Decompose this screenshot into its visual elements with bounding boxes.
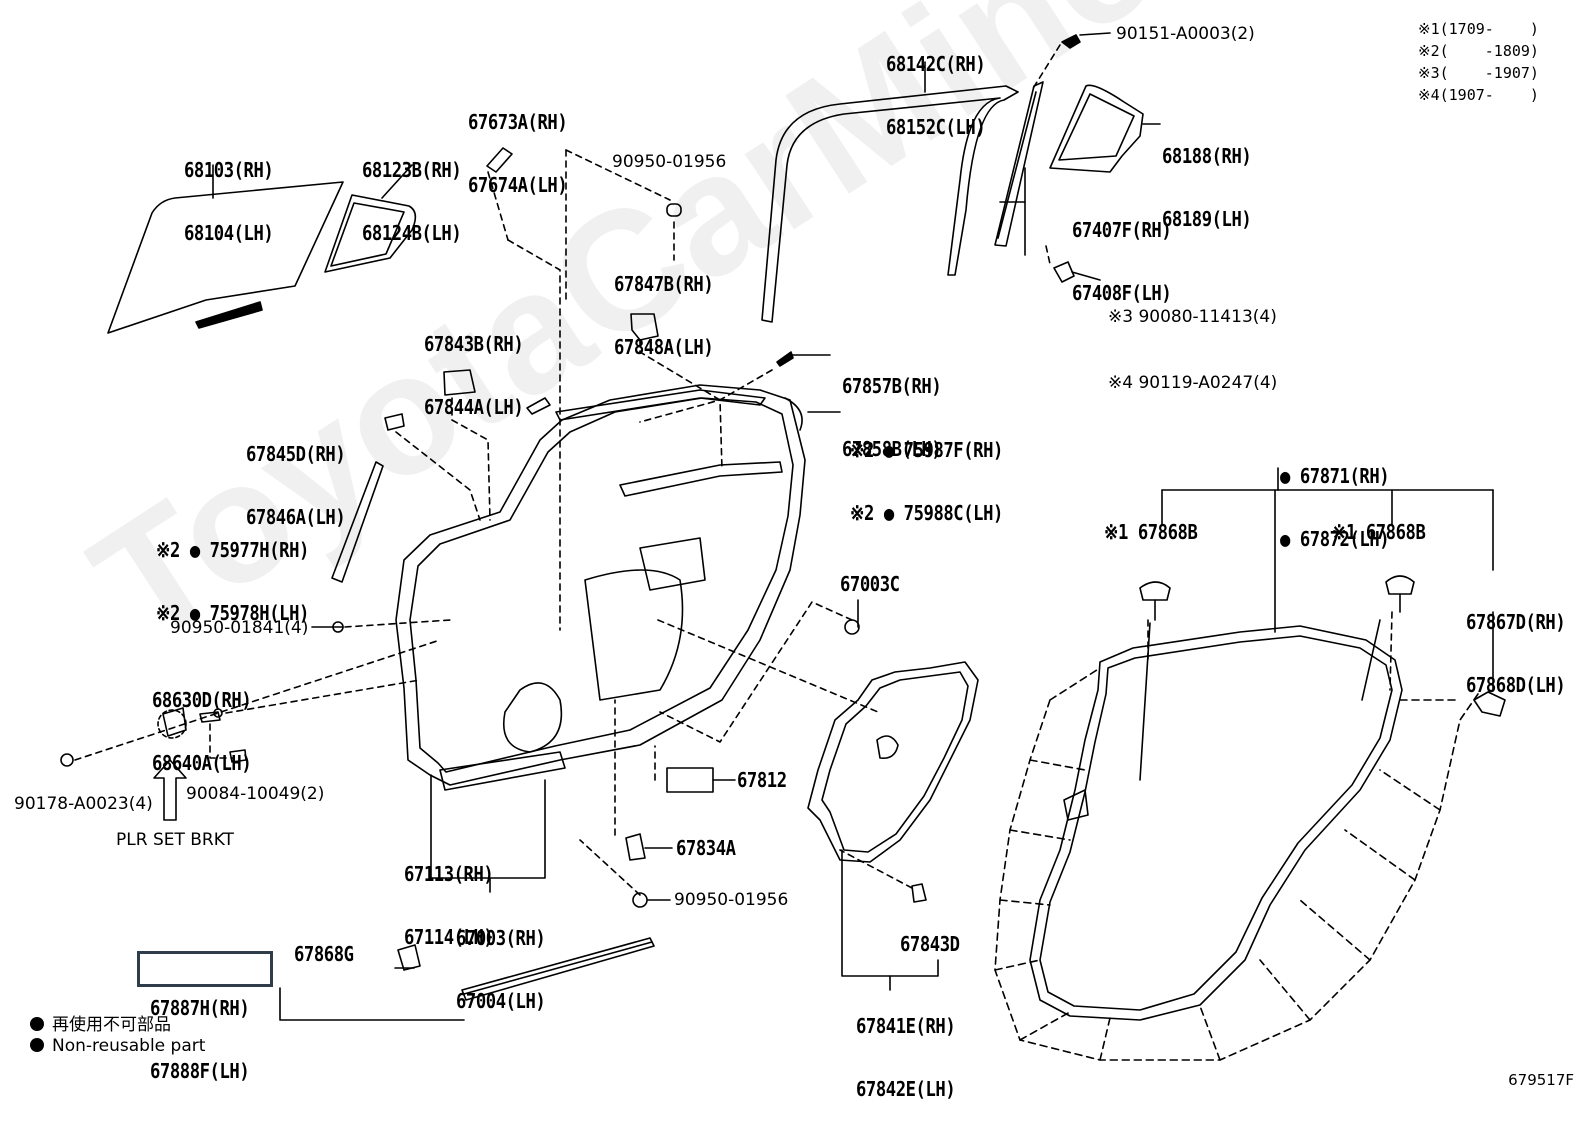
part-number-rh: 67113(RH) — [404, 862, 494, 886]
part-label-67113[interactable]: 67113(RH) 67114(LH) — [404, 822, 494, 990]
part-number-rh: ● 67871(RH) — [1280, 464, 1390, 488]
part-label-67841[interactable]: 67841E(RH) 67842E(LH) — [856, 974, 956, 1142]
part-label-68188[interactable]: 68188(RH) 68189(LH) — [1162, 104, 1252, 272]
part-label-68142[interactable]: 68142C(RH) 68152C(LH) — [886, 12, 986, 180]
part-label-67407[interactable]: 67407F(RH) 67408F(LH) — [1072, 178, 1172, 346]
part-number-lh: 68152C(LH) — [886, 115, 986, 139]
part-label-67834a[interactable]: 67834A — [676, 836, 736, 860]
upper-frame-molding — [761, 85, 1019, 323]
part-number-lh: 67868D(LH) — [1466, 673, 1566, 697]
part-label-67845[interactable]: 67845D(RH) 67846A(LH) — [246, 402, 346, 570]
door-weatherstrip — [1029, 625, 1403, 1021]
part-number-lh: 67114(LH) — [404, 925, 494, 949]
service-hole-cover — [807, 661, 979, 863]
part-label-90950-01841[interactable]: 90950-01841(4) — [170, 618, 309, 638]
part-number-rh: 67857B(RH) — [842, 374, 942, 398]
bullet-icon — [30, 1038, 44, 1052]
part-number-lh: 67844A(LH) — [424, 395, 524, 419]
note-1: ※1(1709- ) — [1418, 20, 1539, 38]
bullet-icon — [30, 1017, 44, 1031]
part-number-rh: ※2 ● 75987F(RH) — [850, 438, 1003, 462]
part-label-90151[interactable]: 90151-A0003(2) — [1116, 24, 1255, 44]
part-label-67003c[interactable]: 67003C — [840, 572, 900, 596]
part-number-rh: 67003(RH) — [456, 926, 546, 950]
quarter-glass — [324, 194, 417, 273]
part-number-lh: 67858B(LH) — [842, 437, 942, 461]
part-number-rh: 68123B(RH) — [362, 158, 462, 182]
part-label-67867[interactable]: 67867D(RH) 67868D(LH) — [1466, 570, 1566, 738]
part-number-rh: 68103(RH) — [184, 158, 274, 182]
part-number-lh: 68640A(LH) — [152, 751, 252, 775]
door-glass — [107, 181, 344, 334]
note-3: ※3( -1907) — [1418, 64, 1539, 82]
part-number-rh: 68630D(RH) — [152, 688, 252, 712]
part-label-67868b-left[interactable]: ※1 67868B — [1104, 520, 1198, 544]
note-4: ※4(1907- ) — [1418, 86, 1539, 104]
part-number-variant-4: ※4 90119-A0247(4) — [1108, 373, 1278, 393]
part-number-rh: 67887H(RH) — [150, 996, 250, 1020]
belt-weatherstrip-left — [331, 461, 384, 583]
part-label-67843b[interactable]: 67843B(RH) 67844A(LH) — [424, 292, 524, 460]
part-label-67887[interactable]: 67887H(RH) 67888F(LH) — [150, 956, 250, 1124]
part-number-rh: ※2 ● 75977H(RH) — [156, 538, 309, 562]
part-label-67868g[interactable]: 67868G — [294, 942, 354, 966]
division-bar — [994, 81, 1044, 247]
quarter-window — [1049, 84, 1144, 173]
part-label-67868b-right[interactable]: ※1 67868B — [1332, 520, 1426, 544]
part-number-lh: 67674A(LH) — [468, 173, 568, 197]
part-number-rh: 67847B(RH) — [614, 272, 714, 296]
arrow-up-icon — [153, 759, 187, 821]
part-label-75977[interactable]: ※2 ● 75977H(RH) ※2 ● 75978H(LH) — [156, 498, 309, 666]
part-label-67847[interactable]: 67847B(RH) 67848A(LH) — [614, 232, 714, 400]
part-label-90080[interactable]: ※3 90080-11413(4) ※4 90119-A0247(4) — [1108, 262, 1277, 438]
part-number-rh: 68188(RH) — [1162, 144, 1252, 168]
part-number-rh: 67407F(RH) — [1072, 218, 1172, 242]
part-number-rh: 67843B(RH) — [424, 332, 524, 356]
part-number-rh: 68142C(RH) — [886, 52, 986, 76]
part-label-75987[interactable]: ※2 ● 75987F(RH) ※2 ● 75988C(LH) — [850, 398, 1003, 566]
part-number-lh: ● 67872(LH) — [1280, 527, 1390, 551]
part-number-lh: 67408F(LH) — [1072, 281, 1172, 305]
part-label-90950-top[interactable]: 90950-01956 — [612, 152, 727, 172]
part-label-68103[interactable]: 68103(RH) 68104(LH) — [184, 118, 274, 286]
part-label-90950-bottom[interactable]: 90950-01956 — [674, 890, 789, 910]
part-number-lh: 68189(LH) — [1162, 207, 1252, 231]
legend-en: Non-reusable part — [30, 1036, 205, 1056]
part-label-67673[interactable]: 67673A(RH) 67674A(LH) — [468, 70, 568, 238]
part-label-67857[interactable]: 67857B(RH) 67858B(LH) — [842, 334, 942, 502]
part-label-67003[interactable]: 67003(RH) 67004(LH) — [456, 886, 546, 1054]
part-number-rh: 67673A(RH) — [468, 110, 568, 134]
part-number-rh: 67845D(RH) — [246, 442, 346, 466]
part-number-lh: 67842E(LH) — [856, 1077, 956, 1101]
part-number-rh: 67867D(RH) — [1466, 610, 1566, 634]
figure-code: 679517F — [1508, 1071, 1574, 1089]
part-label-67843d[interactable]: 67843D — [900, 932, 960, 956]
part-number-lh: ※2 ● 75978H(LH) — [156, 601, 309, 625]
part-number-lh: 67846A(LH) — [246, 505, 346, 529]
part-number-lh: 67004(LH) — [456, 989, 546, 1013]
plr-set-bracket-label: PLR SET BRKT — [116, 830, 234, 850]
part-label-90084[interactable]: 90084-10049(2) — [186, 784, 325, 804]
legend-jp: 再使用不可部品 — [30, 1010, 171, 1035]
part-number-lh: 67848A(LH) — [614, 335, 714, 359]
part-number-lh: ※2 ● 75988C(LH) — [850, 501, 1003, 525]
part-number-rh: 67841E(RH) — [856, 1014, 956, 1038]
part-number-lh: 67888F(LH) — [150, 1059, 250, 1083]
rocker-molding — [461, 937, 655, 1001]
part-number-variant-3: ※3 90080-11413(4) — [1108, 307, 1277, 327]
diagram-drawing — [60, 32, 1506, 1061]
note-2: ※2( -1809) — [1418, 42, 1539, 60]
part-label-90178[interactable]: 90178-A0023(4) — [14, 794, 153, 814]
part-label-67812[interactable]: 67812 — [737, 768, 787, 792]
part-label-67871[interactable]: ● 67871(RH) ● 67872(LH) — [1280, 424, 1390, 592]
parts-diagram: ToyotaCarMine.ru — [14, 0, 1574, 1100]
legend-jp-text: 再使用不可部品 — [52, 1015, 171, 1035]
part-number-lh: 68124B(LH) — [362, 221, 462, 245]
highlight-box — [137, 951, 273, 987]
part-number-lh: 68104(LH) — [184, 221, 274, 245]
part-label-68123[interactable]: 68123B(RH) 68124B(LH) — [362, 118, 462, 286]
part-label-68630[interactable]: 68630D(RH) 68640A(LH) — [152, 648, 252, 816]
legend-en-text: Non-reusable part — [52, 1036, 206, 1056]
